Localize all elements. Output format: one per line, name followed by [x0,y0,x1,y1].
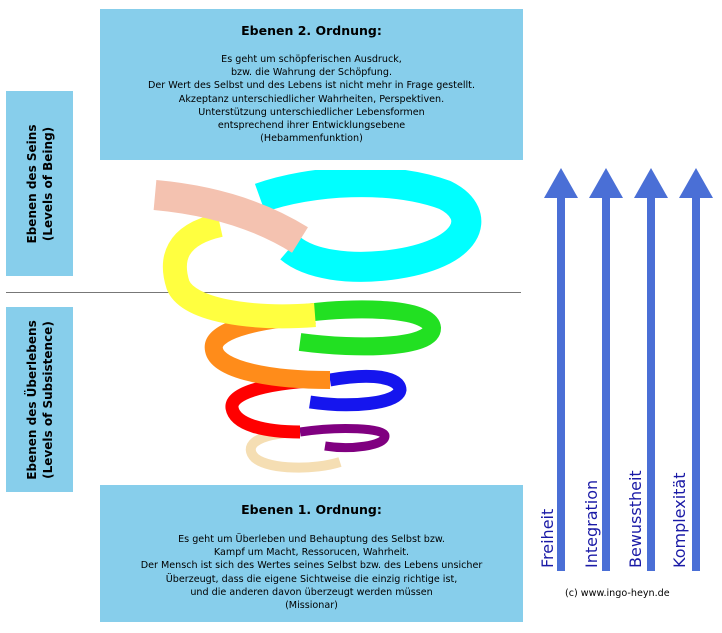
first-order-title: Ebenen 1. Ordnung: [241,502,382,517]
axis-label-komplexitaet: Komplexität [670,472,689,569]
first-order-line: Es geht um Überleben und Behauptung des … [178,534,445,545]
second-order-text: Es geht um schöpferischen Ausdruck, bzw.… [100,53,523,145]
first-order-line: Kampf um Macht, Ressorucen, Wahrheit. [213,547,410,559]
levels-of-subsistence-de: Ebenen des Überlebens [24,319,39,480]
first-order-line: Überzeugt, dass die eigene Sichtweise di… [165,573,458,585]
first-order-line: (Missionar) [285,600,338,612]
second-order-box: Ebenen 2. Ordnung: Es geht um schöpferis… [100,9,523,160]
levels-of-being-label: Ebenen des Seins (Levels of Being) [6,91,73,276]
arrow-shaft-freiheit [557,196,565,571]
second-order-line: Unterstützung unterschiedlicher Lebensfo… [198,106,425,118]
first-order-box: Ebenen 1. Ordnung: Es geht um Überleben … [100,485,523,622]
second-order-title: Ebenen 2. Ordnung: [241,23,382,38]
spiral-segment-yellow [162,213,316,329]
levels-of-subsistence-en: (Levels of Subsistence) [40,320,55,479]
second-order-line: (Hebammenfunktion) [260,133,363,145]
spiral-segment-coral [153,180,308,253]
axis-label-bewusstheit: Bewusstheit [626,470,645,568]
arrow-head-integration [589,168,623,198]
levels-of-being-de: Ebenen des Seins [24,124,39,243]
second-order-line: Akzeptanz unterschiedlicher Wahrheiten, … [178,93,445,105]
first-order-line: Der Mensch ist sich des Wertes seines Se… [140,560,483,572]
spiral-segment-beige [245,427,342,473]
arrow-head-komplexitaet [679,168,713,198]
axis-label-integration: Integration [582,479,601,568]
copyright-text: (c) www.ingo-heyn.de [565,588,670,599]
spiral-segment-turquoise [254,170,482,282]
second-order-line: entsprechend ihrer Entwicklungsebene [217,120,406,132]
order-divider-line [6,292,521,293]
arrow-shaft-komplexitaet [692,196,700,571]
arrow-shaft-integration [602,196,610,571]
second-order-line: Der Wert des Selbst und des Lebens ist n… [148,80,475,92]
levels-of-subsistence-label: Ebenen des Überlebens (Levels of Subsist… [6,307,73,492]
arrow-head-bewusstheit [634,168,668,198]
arrow-head-freiheit [544,168,578,198]
levels-of-being-en: (Levels of Being) [40,126,55,241]
second-order-line: bzw. die Wahrung der Schöpfung. [230,67,393,79]
spiral-dynamics-spiral [153,170,482,473]
spiral-segment-green [288,300,442,356]
spiral-segment-purple [299,424,390,453]
spiral-segment-blue [309,369,407,412]
first-order-text: Es geht um Überleben und Behauptung des … [100,533,523,612]
axis-label-freiheit: Freiheit [538,508,557,568]
growth-arrows [544,168,713,571]
arrow-shaft-bewusstheit [647,196,655,571]
first-order-line: und die anderen davon überzeugt werden m… [190,586,433,598]
second-order-line: Es geht um schöpferischen Ausdruck, [221,54,402,65]
